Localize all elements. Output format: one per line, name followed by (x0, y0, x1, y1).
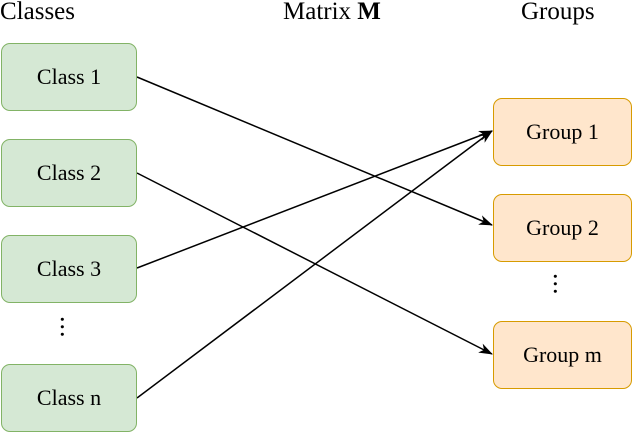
edge-class-2-to-group-m (136, 172, 493, 355)
class-label: Class 2 (36, 160, 102, 185)
matrix-heading: Matrix M (283, 0, 381, 26)
edge-class-3-to-group-1 (136, 130, 493, 269)
group-node: Group 1 (493, 98, 632, 166)
class-ellipsis: ... (55, 316, 84, 339)
class-label: Class 1 (36, 64, 102, 89)
group-node: Group 2 (493, 194, 632, 262)
class-node: Class 3 (1, 235, 137, 303)
group-label: Group 2 (526, 215, 599, 240)
matrix-heading-prefix: Matrix (283, 0, 358, 25)
class-node: Class 1 (1, 43, 137, 111)
edge-class-n-to-group-1 (136, 130, 493, 399)
class-node: Class n (1, 364, 137, 432)
group-label: Group 1 (526, 119, 599, 144)
classes-heading: Classes (0, 0, 75, 25)
groups-heading: Groups (521, 0, 595, 25)
matrix-symbol: M (357, 0, 381, 25)
group-ellipsis: ... (548, 273, 577, 296)
class-node: Class 2 (1, 139, 137, 207)
group-label: Group m (523, 342, 602, 367)
edge-class-1-to-group-2 (136, 76, 493, 226)
class-label: Class n (36, 385, 102, 410)
group-node: Group m (493, 321, 632, 389)
class-label: Class 3 (36, 256, 102, 281)
